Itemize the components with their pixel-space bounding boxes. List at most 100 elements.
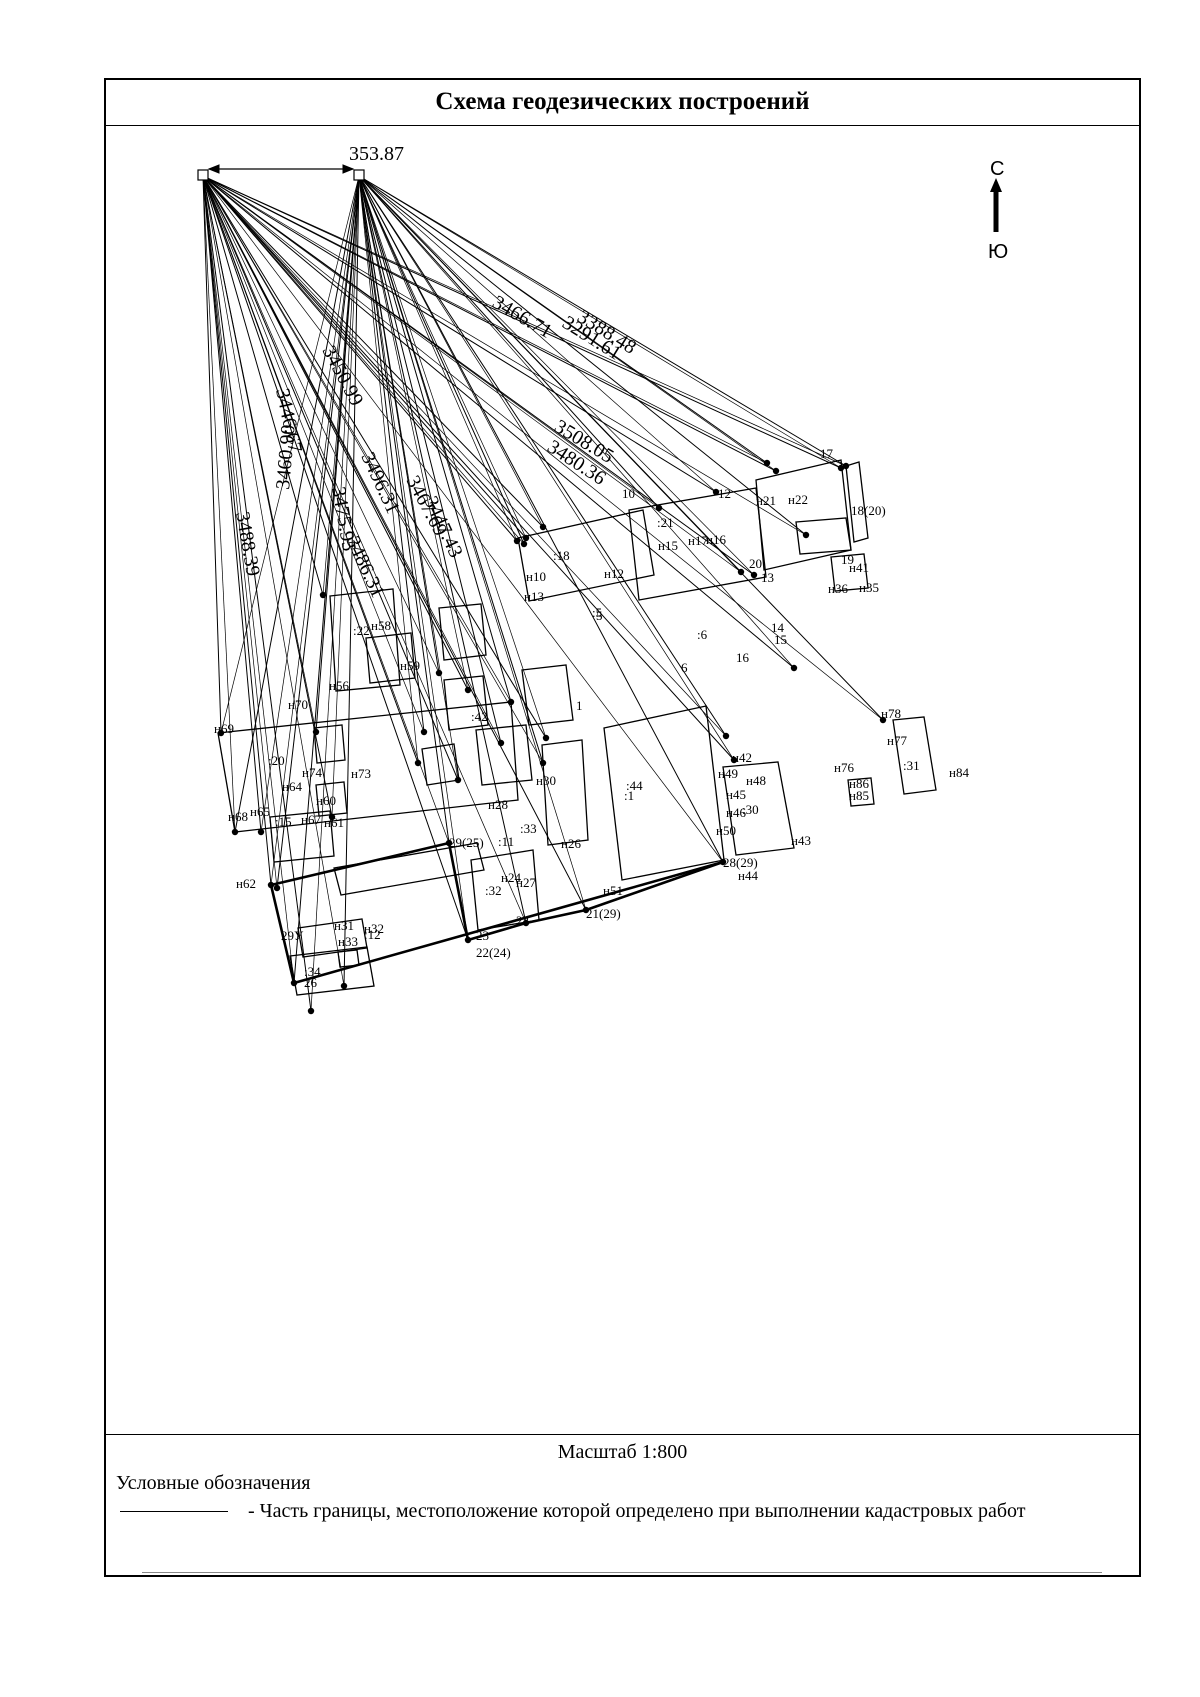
survey-ray-18 bbox=[358, 175, 884, 721]
survey-point-13 bbox=[772, 467, 780, 475]
geodetic-scheme: 353.873388.483291.613466.713508.053480.3… bbox=[197, 143, 1008, 1015]
survey-ray-32 bbox=[276, 175, 360, 889]
point-label: н21 bbox=[756, 493, 776, 508]
survey-ray-b-33 bbox=[260, 175, 360, 833]
heavy-boundary-3 bbox=[447, 842, 470, 941]
parcel-boundary-7 bbox=[628, 487, 767, 601]
point-label: 20 bbox=[749, 556, 762, 571]
point-label: 18(20) bbox=[851, 503, 886, 518]
survey-ray-17 bbox=[202, 175, 795, 669]
point-label: н58 bbox=[371, 618, 391, 633]
survey-point-26 bbox=[520, 540, 528, 548]
survey-point-37 bbox=[454, 776, 462, 784]
point-label: н74 bbox=[302, 765, 322, 780]
survey-point-1 bbox=[217, 729, 225, 737]
survey-ray-27 bbox=[202, 175, 527, 539]
point-label: н24 bbox=[501, 870, 521, 885]
survey-point-14 bbox=[842, 462, 850, 470]
point-label: 5 bbox=[596, 608, 603, 623]
parcel-boundary-1 bbox=[217, 701, 519, 833]
survey-point-18 bbox=[879, 716, 887, 724]
point-label: н13 bbox=[524, 589, 544, 604]
point-label: 17 bbox=[820, 446, 834, 461]
survey-point-40 bbox=[722, 732, 730, 740]
heavy-boundary-1 bbox=[270, 841, 450, 887]
survey-ray-b-17 bbox=[358, 175, 795, 669]
survey-point-8 bbox=[539, 759, 547, 767]
survey-ray-10 bbox=[358, 175, 660, 509]
survey-point-17 bbox=[790, 664, 798, 672]
survey-ray-31 bbox=[202, 175, 312, 1012]
parcel-label: :6 bbox=[697, 627, 708, 642]
survey-ray-b-27 bbox=[358, 175, 527, 539]
parcel-boundary-18 bbox=[333, 842, 485, 896]
parcel-boundary-3 bbox=[329, 588, 401, 692]
survey-ray-19 bbox=[202, 175, 735, 761]
survey-ray-b-8 bbox=[202, 175, 544, 764]
survey-ray-b-36 bbox=[202, 175, 425, 733]
survey-point-11 bbox=[712, 488, 720, 496]
survey-point-33 bbox=[257, 828, 265, 836]
survey-point-21 bbox=[582, 906, 590, 914]
survey-point-16 bbox=[737, 568, 745, 576]
survey-ray-b-22 bbox=[202, 175, 527, 924]
parcel-label: :32 bbox=[485, 883, 502, 898]
survey-ray-35 bbox=[202, 175, 333, 818]
point-label: 29У bbox=[281, 928, 304, 943]
point-label: 16 bbox=[736, 650, 750, 665]
parcel-boundary-22 bbox=[313, 724, 346, 764]
survey-point-22 bbox=[522, 919, 530, 927]
point-label: н50 bbox=[716, 823, 736, 838]
point-label: н33 bbox=[338, 934, 358, 949]
survey-ray-b-4 bbox=[202, 175, 295, 984]
sheet-title: Схема геодезических построений bbox=[106, 80, 1139, 126]
survey-ray-b-40 bbox=[202, 175, 727, 737]
parcel-label: :22 bbox=[353, 623, 370, 638]
point-label: н36 bbox=[828, 581, 848, 596]
point-label: 28(29) bbox=[723, 855, 758, 870]
point-label: н77 bbox=[887, 733, 907, 748]
heavy-boundary-7 bbox=[585, 860, 724, 912]
base-station-2 bbox=[353, 169, 365, 181]
ray-distance-label: 3460.90 bbox=[272, 424, 300, 491]
survey-point-19 bbox=[730, 756, 738, 764]
parcel-label: :18 bbox=[553, 548, 570, 563]
survey-point-38 bbox=[497, 739, 505, 747]
point-label: н44 bbox=[738, 868, 758, 883]
point-label: н67 bbox=[301, 812, 321, 827]
point-label: н70 bbox=[288, 697, 308, 712]
point-label: н76 bbox=[834, 760, 854, 775]
point-label: н51 bbox=[603, 883, 623, 898]
survey-point-23 bbox=[464, 936, 472, 944]
point-label: н59 bbox=[400, 658, 420, 673]
survey-point-12 bbox=[763, 459, 771, 467]
survey-ray-3 bbox=[202, 175, 272, 886]
base-distance-label: 353.87 bbox=[349, 143, 404, 165]
bottom-divider bbox=[142, 1572, 1102, 1573]
parcel-boundary-14 bbox=[845, 461, 869, 543]
parcel-label: :33 bbox=[520, 821, 537, 836]
point-label: 10 bbox=[622, 486, 635, 501]
survey-ray-7 bbox=[202, 175, 518, 542]
survey-rays bbox=[202, 164, 884, 1012]
point-label: н69 bbox=[214, 721, 234, 736]
survey-ray-b-35 bbox=[331, 175, 360, 818]
survey-point-5 bbox=[319, 591, 327, 599]
point-label: н48 bbox=[746, 773, 766, 788]
survey-ray-b-7 bbox=[358, 175, 518, 542]
parcel-label: :42 bbox=[471, 709, 488, 724]
point-label: н61 bbox=[324, 815, 344, 830]
parcel-label: :5 bbox=[592, 605, 602, 620]
scale-label: Масштаб 1:800 bbox=[106, 1434, 1139, 1468]
survey-ray-40 bbox=[358, 175, 727, 737]
survey-point-6 bbox=[507, 698, 515, 706]
north-arrow: С Ю bbox=[988, 158, 1008, 263]
parcel-boundary-27 bbox=[365, 632, 416, 684]
point-label: н73 bbox=[351, 766, 371, 781]
survey-ray-b-21 bbox=[358, 175, 587, 911]
point-label: н60 bbox=[316, 793, 336, 808]
point-label: н12 bbox=[604, 566, 624, 581]
survey-ray-26 bbox=[358, 175, 525, 545]
point-label: н27 bbox=[516, 875, 536, 890]
survey-point-34 bbox=[312, 728, 320, 736]
